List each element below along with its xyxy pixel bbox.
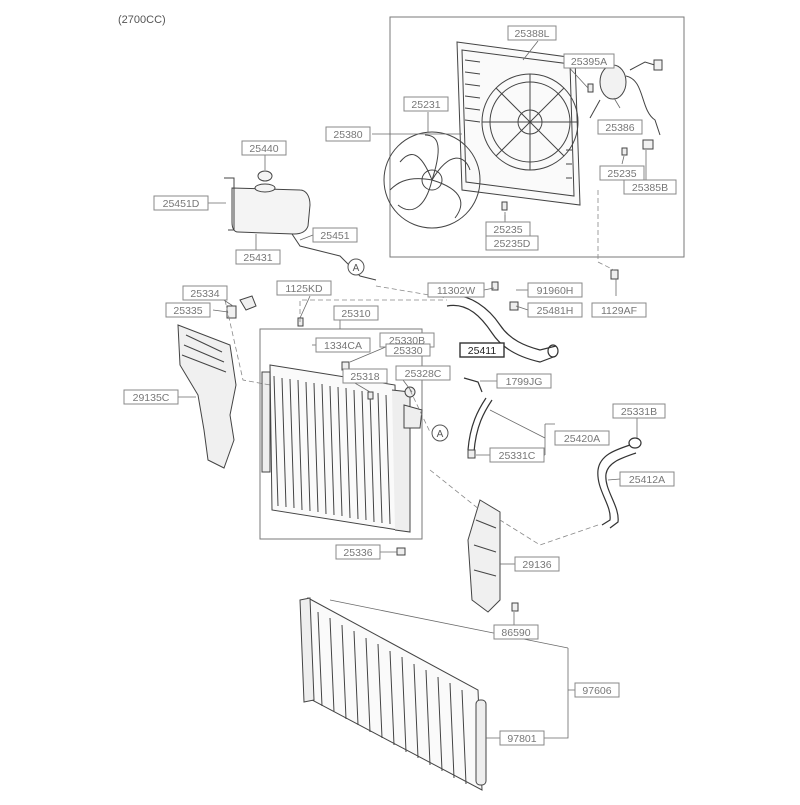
callout-25318-text: 25318	[350, 371, 379, 383]
callout-25420A: 25420A	[554, 430, 610, 446]
callout-1799JG: 1799JG	[496, 373, 552, 389]
callout-25386: 25386	[597, 119, 643, 135]
callout-29135C: 29135C	[123, 389, 179, 405]
connector-a-marks: A A	[347, 258, 449, 442]
callout-25385B: 25385B	[623, 179, 677, 195]
callout-25451D-text: 25451D	[163, 198, 200, 210]
callout-25310: 25310	[333, 305, 379, 321]
callout-91960H: 91960H	[527, 282, 583, 298]
callout-25334: 25334	[182, 285, 228, 301]
callout-25318: 25318	[342, 368, 388, 384]
callout-11302W: 11302W	[427, 282, 485, 298]
upper-hose-25411	[446, 294, 559, 363]
callout-1129AF: 1129AF	[591, 302, 647, 318]
callout-97606-text: 97606	[582, 685, 611, 697]
radiator-small-parts	[297, 281, 519, 556]
callout-25330-text: 25330	[393, 345, 422, 357]
callout-25395A-text: 25395A	[571, 56, 607, 68]
callout-25412A: 25412A	[619, 471, 675, 487]
callout-86590: 86590	[493, 624, 539, 640]
connector-a-upper-text: A	[353, 263, 360, 274]
callout-25235-upper: 25235	[599, 165, 645, 181]
callout-25328C-text: 25328C	[405, 368, 442, 380]
engine-variant-label: (2700CC)	[118, 14, 166, 26]
callout-25328C: 25328C	[395, 365, 451, 381]
callout-25235-upper-text: 25235	[607, 168, 636, 180]
callout-25331B-text: 25331B	[621, 406, 657, 418]
callout-29135C-text: 29135C	[133, 392, 170, 404]
callout-25231-text: 25231	[411, 99, 440, 111]
callout-97606: 97606	[574, 682, 620, 698]
air-guard-29136	[467, 499, 519, 613]
callout-25411: 25411	[459, 342, 505, 358]
callout-25388L-text: 25388L	[514, 28, 549, 40]
reservoir-25431	[224, 170, 377, 281]
callout-labels: 25388L 25395A 25231 25380 25386 25235 25…	[123, 25, 677, 746]
callout-1799JG-text: 1799JG	[506, 376, 543, 388]
radiator-assembly-frame	[259, 328, 423, 540]
callout-25235-lower: 25235	[485, 221, 531, 237]
callout-1334CA-text: 1334CA	[324, 340, 362, 352]
callout-25451: 25451	[312, 227, 358, 243]
callout-25481H: 25481H	[527, 302, 583, 318]
fan-assembly-frame	[389, 16, 685, 258]
callout-1125KD-text: 1125KD	[285, 283, 323, 295]
callout-25395A: 25395A	[563, 53, 615, 69]
bypass-hose-25420A	[463, 377, 493, 453]
callout-25235D: 25235D	[485, 235, 539, 251]
radiator-25310	[261, 364, 423, 533]
fan-blade-25231	[383, 131, 481, 229]
callout-25335: 25335	[165, 302, 211, 318]
leader-lines	[178, 40, 647, 739]
callout-29136: 29136	[514, 556, 560, 572]
callout-86590-text: 86590	[501, 627, 530, 639]
connector-a-lower	[431, 424, 449, 442]
callout-25385B-text: 25385B	[632, 182, 668, 194]
condenser-97606	[299, 597, 487, 791]
small-fasteners	[501, 83, 628, 280]
callout-1129AF-text: 1129AF	[601, 305, 637, 317]
callout-25310-text: 25310	[341, 308, 370, 320]
callout-97801: 97801	[499, 730, 545, 746]
callout-25331C: 25331C	[489, 447, 545, 463]
callout-25231: 25231	[403, 96, 449, 112]
callout-1125KD: 1125KD	[276, 280, 332, 296]
callout-25440: 25440	[241, 140, 287, 156]
callout-1334CA: 1334CA	[315, 337, 371, 353]
connector-a-upper	[347, 258, 365, 276]
fan-motor-25386	[589, 59, 663, 150]
callout-25380: 25380	[325, 126, 371, 142]
callout-25412A-text: 25412A	[629, 474, 665, 486]
callout-25336-text: 25336	[343, 547, 372, 559]
callout-25431: 25431	[235, 249, 281, 265]
callout-25411-text: 25411	[468, 345, 497, 357]
fan-shroud-25380	[456, 41, 581, 206]
callout-25331B: 25331B	[612, 403, 666, 419]
callout-25451D: 25451D	[153, 195, 209, 211]
callout-25388L: 25388L	[507, 25, 557, 41]
callout-91960H-text: 91960H	[537, 285, 574, 297]
callout-25235D-text: 25235D	[494, 238, 531, 250]
callout-11302W-text: 11302W	[437, 285, 475, 297]
callout-25481H-text: 25481H	[537, 305, 574, 317]
callout-25420A-text: 25420A	[564, 433, 600, 445]
callout-25336: 25336	[335, 544, 381, 560]
callout-97801-text: 97801	[507, 733, 536, 745]
callout-25451-text: 25451	[320, 230, 349, 242]
callout-25330: 25330	[385, 343, 431, 357]
callout-25386-text: 25386	[605, 122, 634, 134]
callout-25331C-text: 25331C	[499, 450, 536, 462]
callout-25334-text: 25334	[190, 288, 219, 300]
air-guard-29135C	[177, 295, 257, 469]
callout-29136-text: 29136	[522, 559, 551, 571]
callout-25335-text: 25335	[173, 305, 202, 317]
callout-25431-text: 25431	[243, 252, 272, 264]
callout-25235-lower-text: 25235	[493, 224, 522, 236]
callout-25440-text: 25440	[249, 143, 278, 155]
connector-a-lower-text: A	[437, 429, 444, 440]
callout-25380-text: 25380	[333, 129, 362, 141]
lower-hose-25412A	[597, 437, 642, 529]
